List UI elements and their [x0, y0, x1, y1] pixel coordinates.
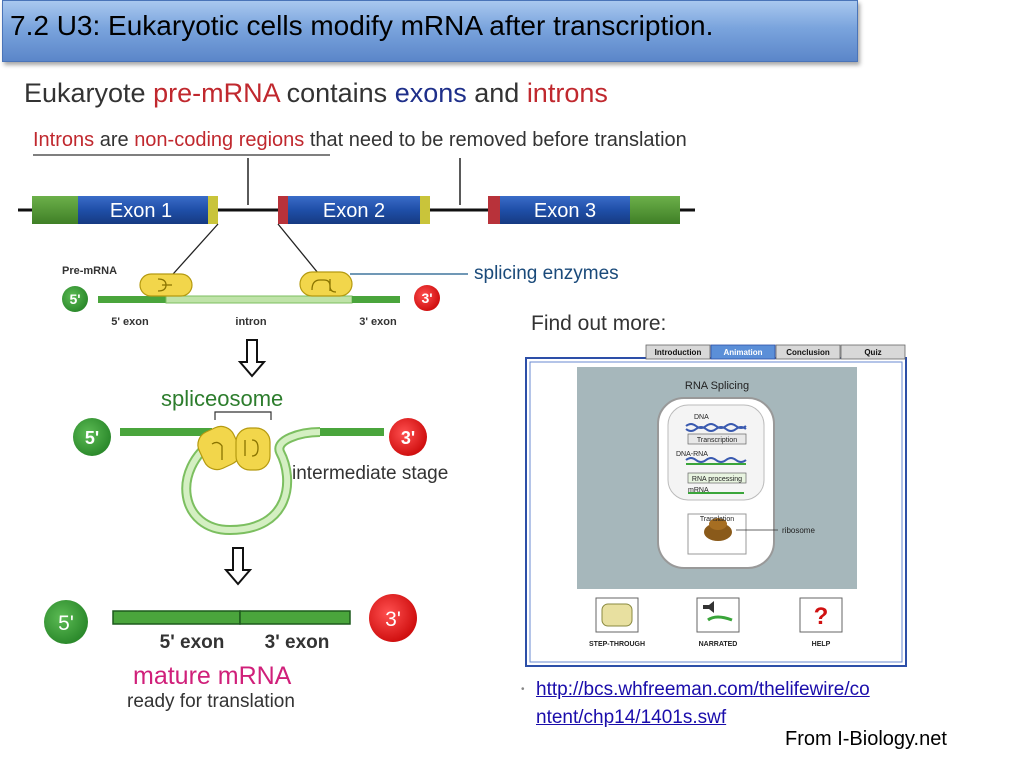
exon-2-label: Exon 2 — [323, 200, 385, 222]
subheading-text-1: are — [94, 129, 135, 151]
link-line-1[interactable]: http://bcs.whfreeman.com/thelifewire/co — [536, 679, 870, 700]
tab-introduction: Introduction — [655, 348, 702, 357]
panel-dna-rna: DNA-RNA — [676, 451, 708, 458]
exon-2-block — [278, 196, 430, 224]
three-exon-label-2: 3' exon — [265, 632, 330, 653]
tab-animation: Animation — [723, 348, 762, 357]
splicing-enzymes-label: splicing enzymes — [474, 263, 619, 284]
exon-1-block — [32, 196, 218, 224]
link-line-2[interactable]: ntent/chp14/1401s.swf — [536, 707, 727, 728]
source-credit: From I-Biology.net — [785, 728, 947, 750]
three-prime-label-2: 3' — [401, 428, 415, 448]
heading-pre-mrna: pre-mRNA — [153, 78, 280, 108]
splicing-enzyme-1 — [139, 273, 193, 297]
intermediate-stage-label: intermediate stage — [292, 463, 448, 484]
heading-text-2: contains — [279, 78, 395, 108]
spliceosome-label: spliceosome — [161, 386, 283, 411]
diagram-heading: Eukaryote pre-mRNA contains exons and in… — [24, 78, 608, 109]
five-exon-label-2: 5' exon — [160, 632, 225, 653]
panel-dna: DNA — [694, 414, 709, 421]
subheading-introns: Introns — [33, 129, 95, 151]
panel-title: RNA Splicing — [685, 380, 749, 392]
down-arrow-icon-2 — [223, 547, 253, 586]
five-prime-label-2: 5' — [85, 428, 99, 448]
panel-translation: Translation — [700, 516, 734, 523]
diagram-subheading: Introns are non-coding regions that need… — [33, 129, 687, 152]
button-step-through: STEP-THROUGH — [589, 641, 645, 648]
animation-panel — [525, 344, 907, 667]
panel-mrna: mRNA — [688, 487, 709, 494]
heading-text-1: Eukaryote — [24, 78, 154, 108]
three-prime-label-3: 3' — [385, 608, 401, 631]
down-arrow-icon — [237, 339, 267, 378]
tab-conclusion: Conclusion — [786, 348, 830, 357]
heading-exons: exons — [394, 78, 467, 108]
exon-3-block — [488, 196, 680, 224]
panel-transcription: Transcription — [697, 437, 737, 444]
connector-line-1 — [164, 223, 219, 284]
intermediate-3-exon — [320, 428, 384, 436]
button-narrated: NARRATED — [699, 641, 738, 648]
spliceosome-bracket — [214, 411, 272, 420]
three-prime-circle-2 — [389, 418, 427, 456]
tab-quiz: Quiz — [864, 348, 881, 357]
three-prime-label-1: 3' — [421, 290, 432, 306]
mature-3-exon — [239, 610, 351, 625]
subheading-text-2: that need to be removed before translati… — [304, 129, 687, 151]
splicing-enzyme-2 — [299, 271, 353, 297]
mature-mrna-label: mature mRNA — [133, 662, 292, 690]
heading-text-3: and — [466, 78, 527, 108]
spliceosome-enzymes — [197, 425, 271, 471]
five-prime-circle-1 — [62, 286, 88, 312]
five-prime-circle-2 — [73, 418, 111, 456]
link-bullet: • — [521, 684, 525, 695]
subheading-non-coding: non-coding regions — [134, 129, 305, 151]
intron-lariat — [183, 429, 321, 534]
pre-mrna-3-exon — [352, 296, 400, 303]
pre-mrna-label: Pre-mRNA — [62, 265, 117, 277]
five-exon-label-1: 5' exon — [111, 316, 149, 328]
animation-link[interactable]: http://bcs.whfreeman.com/thelifewire/co … — [536, 676, 870, 732]
panel-ribosome: ribosome — [782, 526, 815, 535]
exon-3-label: Exon 3 — [534, 200, 596, 222]
five-prime-circle-3 — [44, 600, 88, 644]
exon-1-label: Exon 1 — [110, 200, 172, 222]
slide-title: 7.2 U3: Eukaryotic cells modify mRNA aft… — [10, 10, 714, 41]
find-out-more-label: Find out more: — [531, 312, 667, 335]
five-prime-label-3: 5' — [58, 612, 74, 635]
three-exon-label-1: 3' exon — [359, 316, 397, 328]
three-prime-circle-3 — [369, 594, 417, 642]
heading-introns: introns — [526, 78, 608, 108]
title-banner — [2, 0, 858, 62]
three-prime-circle-1 — [414, 285, 440, 311]
five-prime-label-1: 5' — [69, 291, 80, 307]
panel-rna-processing: RNA processing — [692, 476, 742, 483]
ready-label: ready for translation — [127, 691, 295, 712]
intermediate-5-exon — [120, 428, 212, 436]
help-icon: ? — [814, 603, 829, 630]
intron-label: intron — [235, 316, 266, 328]
button-help: HELP — [812, 641, 831, 648]
connector-line-2 — [277, 223, 319, 274]
pre-mrna-intron — [165, 295, 353, 304]
mature-5-exon — [112, 610, 241, 625]
pre-mrna-5-exon — [98, 296, 166, 303]
